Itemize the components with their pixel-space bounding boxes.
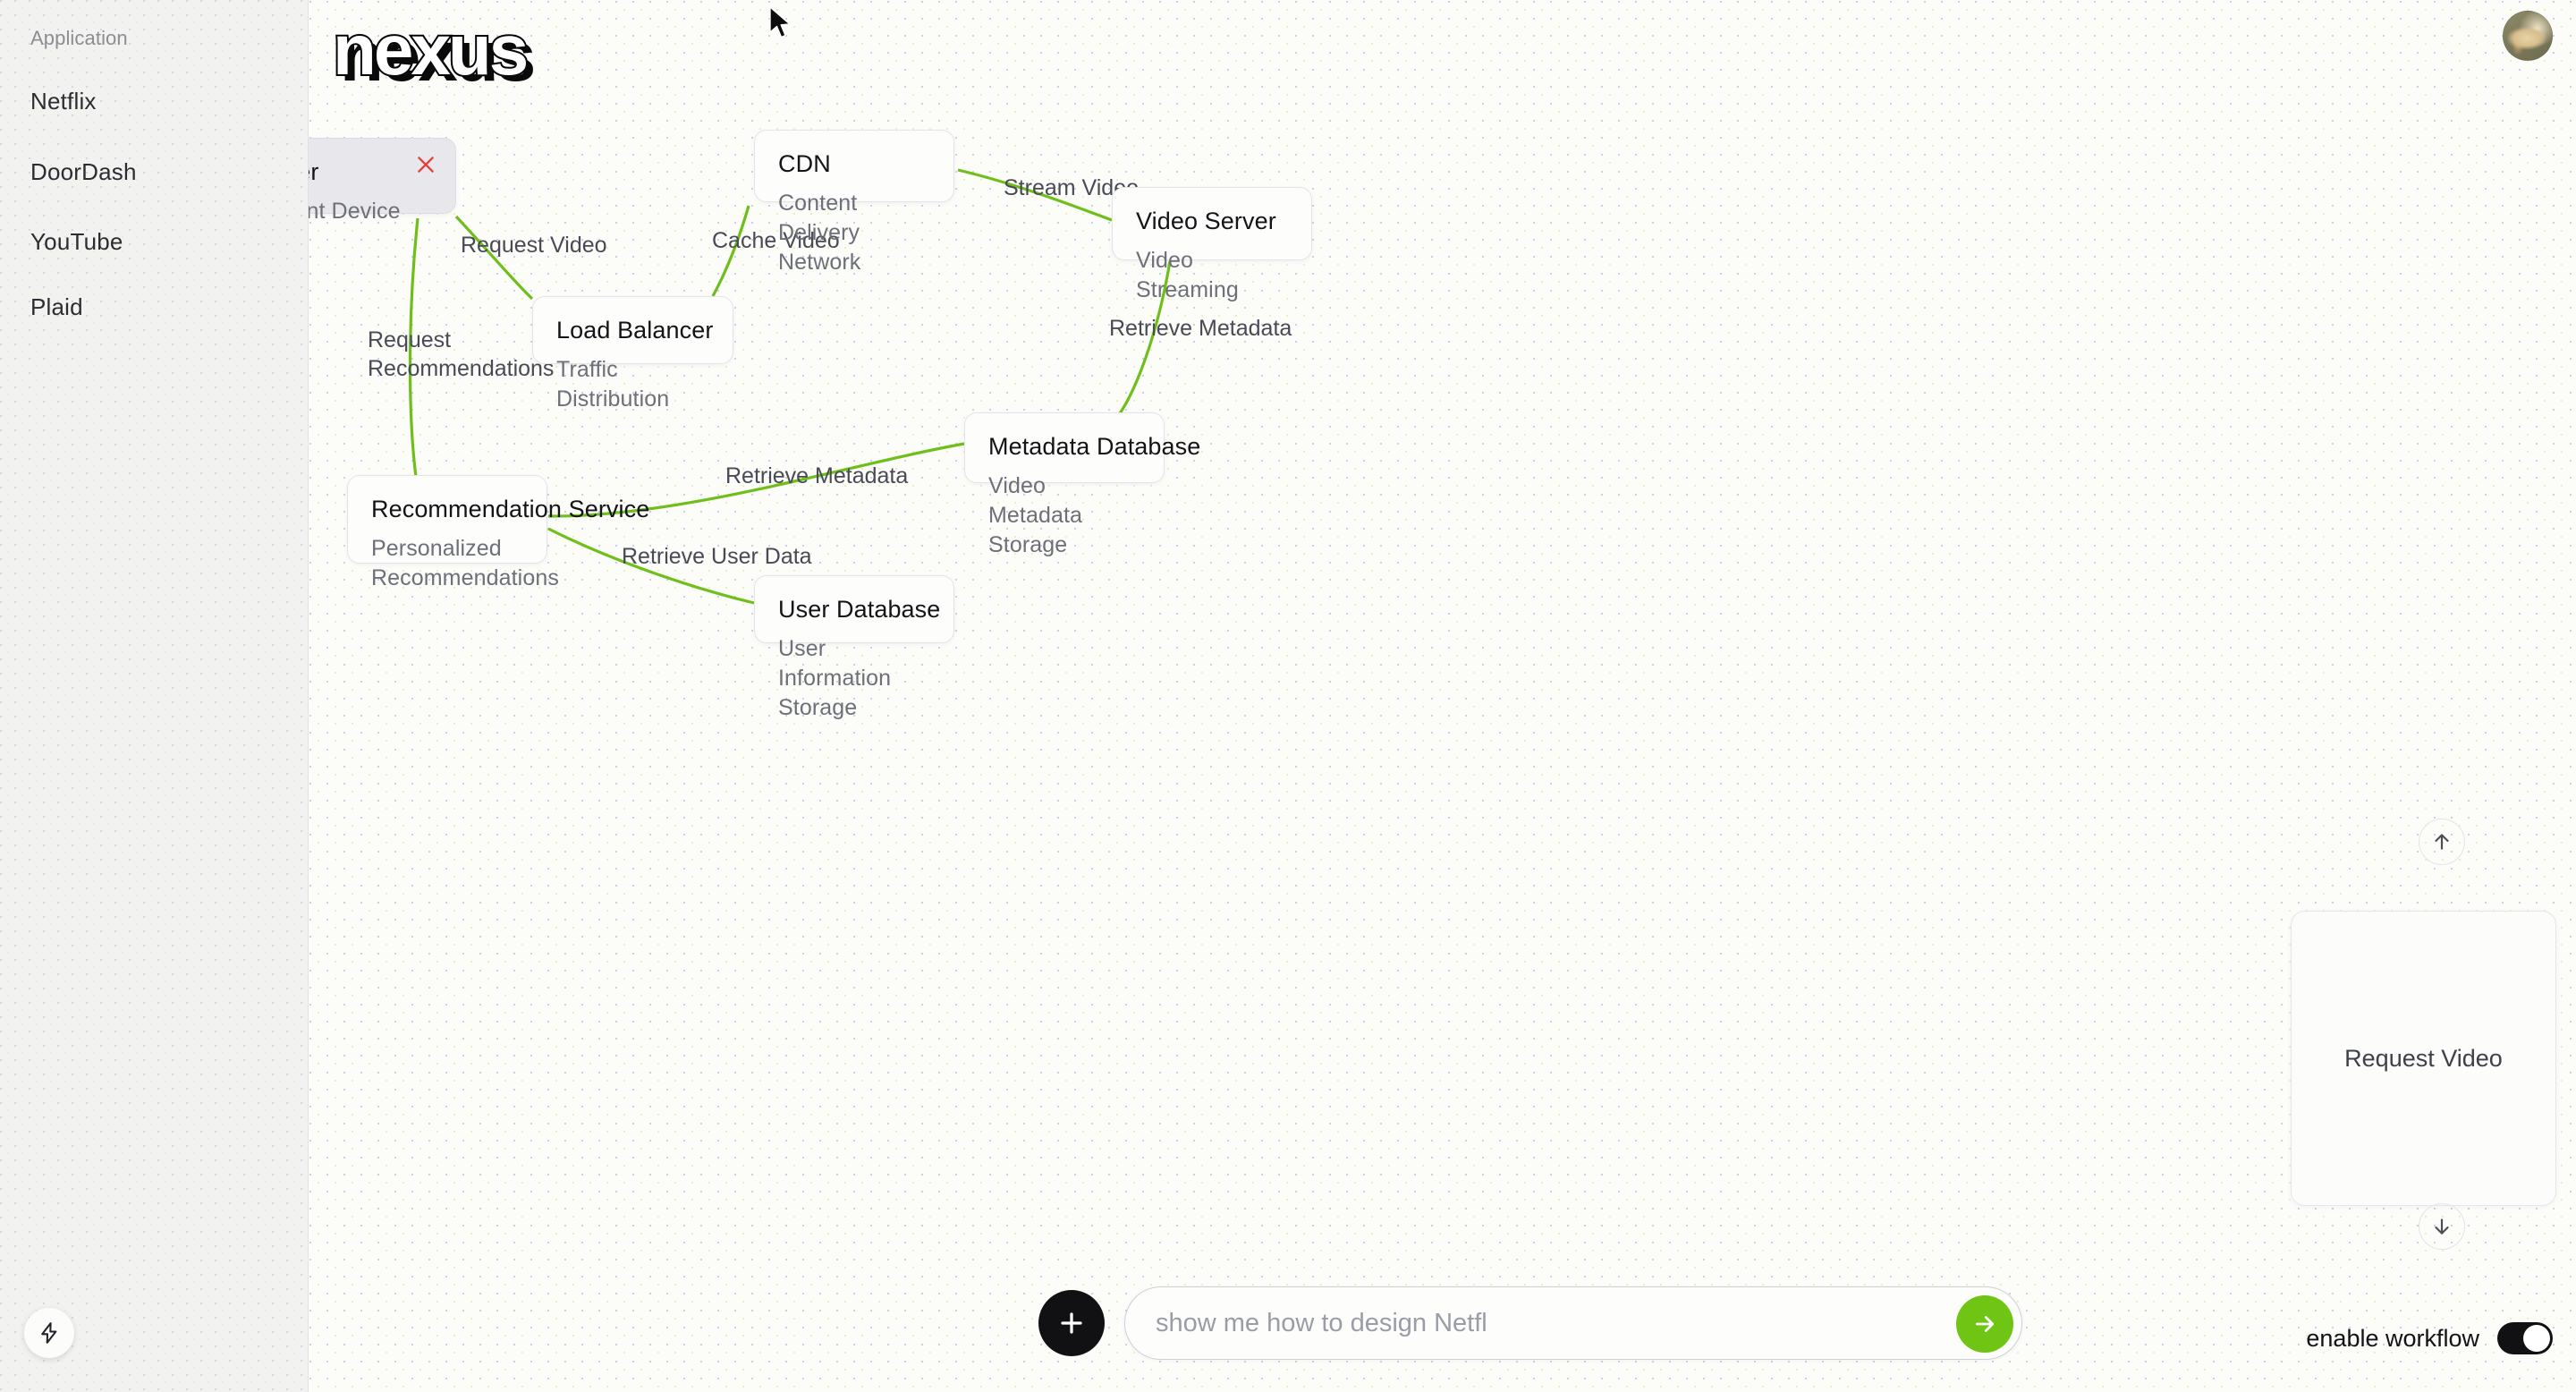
sidebar-item-doordash[interactable]: DoorDash	[30, 158, 137, 185]
step-down-button[interactable]	[2419, 1203, 2465, 1250]
lightning-fab-button[interactable]	[24, 1308, 74, 1358]
step-up-button[interactable]	[2419, 819, 2465, 865]
edge-user-loadbalancer	[454, 215, 534, 301]
app-logo: nexus	[331, 10, 530, 89]
node-metadata-database-title: Metadata Database	[988, 433, 1201, 460]
toggle-knob	[2523, 1325, 2550, 1352]
add-button[interactable]	[1038, 1290, 1105, 1356]
close-icon	[418, 157, 434, 173]
edge-user-recservice	[408, 217, 419, 478]
node-video-server[interactable]: Video Server Video Streaming	[1112, 187, 1312, 302]
user-avatar[interactable]	[2503, 11, 2553, 61]
composer	[1038, 1286, 2022, 1360]
step-card[interactable]: Request Video	[2291, 911, 2556, 1206]
arrow-right-icon	[1975, 1316, 1995, 1332]
node-user-subtitle: Client Device	[309, 199, 401, 224]
lightning-icon	[41, 1322, 57, 1344]
step-card-label: Request Video	[2344, 1044, 2503, 1072]
node-user[interactable]: User Client Device	[309, 138, 456, 224]
sidebar-section-label: Application	[30, 27, 128, 49]
node-user-database[interactable]: User Database User Information Storage	[754, 575, 954, 720]
sidebar-item-netflix[interactable]: Netflix	[30, 88, 97, 115]
node-load-balancer-subtitle: Traffic Distribution	[556, 357, 670, 412]
arrow-up-icon	[2435, 834, 2449, 850]
edge-recservice-userdb	[547, 527, 755, 605]
node-load-balancer[interactable]: Load Balancer Traffic Distribution	[532, 296, 733, 412]
edge-cdn-videoserver	[957, 168, 1113, 222]
send-button[interactable]	[1956, 1295, 2013, 1353]
sidebar-item-youtube[interactable]: YouTube	[30, 228, 123, 255]
node-cdn[interactable]: CDN Content Delivery Network	[754, 130, 954, 275]
node-recommendation-service-subtitle: Personalized Recommendations	[371, 536, 559, 590]
node-video-server-subtitle: Video Streaming	[1136, 248, 1239, 302]
prompt-input[interactable]	[1125, 1308, 2021, 1338]
edge-cdn-loadbalancer	[711, 205, 750, 297]
node-metadata-database[interactable]: Metadata Database Video Metadata Storage	[964, 412, 1201, 557]
edge-recservice-metadata	[547, 442, 965, 518]
plus-icon	[1061, 1312, 1082, 1334]
node-user-title: User	[309, 158, 319, 185]
sidebar-item-plaid[interactable]: Plaid	[30, 293, 83, 320]
arrow-down-icon	[2435, 1218, 2449, 1235]
node-recommendation-service[interactable]: Recommendation Service Personalized Reco…	[347, 475, 650, 590]
prompt-field-wrapper[interactable]	[1124, 1286, 2022, 1360]
workflow-toggle[interactable]	[2497, 1322, 2553, 1354]
node-cdn-subtitle: Content Delivery Network	[778, 191, 861, 275]
workflow-label: enable workflow	[2306, 1324, 2479, 1352]
node-video-server-title: Video Server	[1136, 208, 1276, 234]
node-load-balancer-title: Load Balancer	[556, 317, 714, 344]
node-metadata-database-subtitle: Video Metadata Storage	[988, 473, 1083, 557]
node-user-database-subtitle: User Information Storage	[778, 636, 892, 720]
edge-videoserver-metadata	[1114, 260, 1172, 420]
diagram-canvas[interactable]: Request Video Cache Video Stream Video R…	[309, 0, 2576, 1392]
node-user-database-title: User Database	[778, 596, 941, 623]
node-close-button[interactable]	[412, 151, 439, 178]
diagram-edges	[408, 168, 1172, 605]
workflow-toggle-row[interactable]: enable workflow	[2306, 1322, 2553, 1354]
sidebar: Application Netflix DoorDash YouTube Pla…	[0, 0, 309, 1392]
node-cdn-title: CDN	[778, 150, 831, 177]
node-recommendation-service-title: Recommendation Service	[371, 496, 650, 522]
